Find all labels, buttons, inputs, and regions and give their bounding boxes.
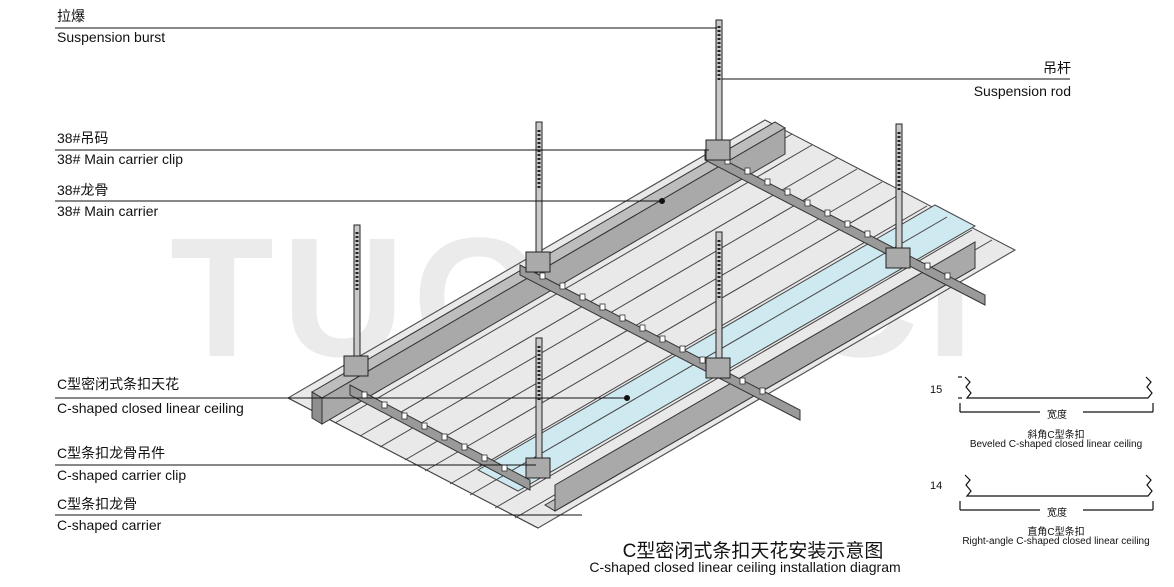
beveled-width-label: 宽度 (1047, 410, 1067, 421)
right-angle-dim: 14 (930, 480, 943, 492)
main-carrier-label-cn: 38#龙骨 (57, 182, 109, 198)
main-carrier-label-en: 38# Main carrier (57, 203, 159, 219)
suspension-burst-label-cn: 拉爆 (57, 8, 85, 24)
main-carrier-clip-label-cn: 38#吊码 (57, 130, 109, 146)
c-carriers (349, 149, 986, 491)
main-carrier-clip-label-en: 38# Main carrier clip (57, 151, 184, 167)
leader-lines (55, 27, 1070, 516)
beveled-dim: 15 (930, 384, 943, 396)
carrier-label-en: C-shaped carrier (57, 517, 162, 533)
right-angle-label-cn: 直角C型条扣 (1027, 527, 1085, 538)
closed-ceiling-label-en: C-shaped closed linear ceiling (57, 400, 244, 416)
rod-threads (355, 26, 901, 400)
carrier-clip-label-en: C-shaped carrier clip (57, 467, 187, 483)
ceiling-panels (286, 119, 1017, 529)
carrier-label-cn: C型条扣龙骨 (57, 496, 138, 512)
carrier-clips (343, 139, 911, 479)
closed-ceiling-label-cn: C型密闭式条扣天花 (57, 376, 180, 392)
diagram-title-cn: C型密闭式条扣天花安装示意图 (622, 541, 884, 562)
suspension-rod-label-en: Suspension rod (973, 83, 1071, 99)
right-angle-label-en: Right-angle C-shaped closed linear ceili… (962, 536, 1150, 547)
suspension-rod-label-cn: 吊杆 (1043, 60, 1071, 76)
profile-right-angle (959, 474, 1154, 511)
profile-beveled (958, 376, 1154, 413)
carrier-clip-label-cn: C型条扣龙骨吊件 (57, 445, 166, 461)
beveled-label-cn: 斜角C型条扣 (1027, 430, 1085, 441)
diagram-title-en: C-shaped closed linear ceiling installat… (589, 559, 901, 575)
right-angle-width-label: 宽度 (1047, 508, 1067, 519)
carrier-slots (361, 157, 951, 472)
suspension-burst-label-en: Suspension burst (57, 29, 166, 45)
beveled-label-en: Beveled C-shaped closed linear ceiling (969, 439, 1143, 450)
